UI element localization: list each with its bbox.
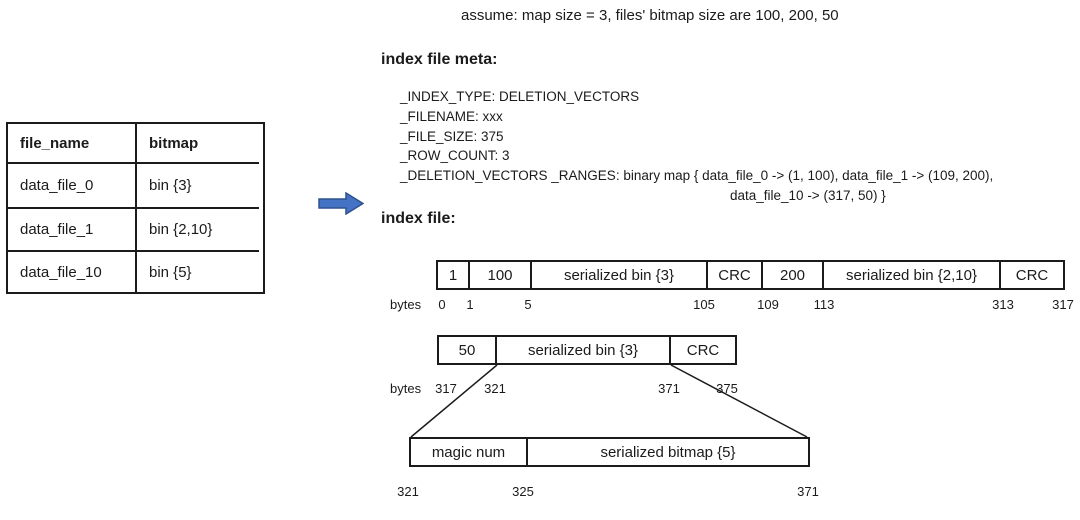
assumption-note: assume: map size = 3, files' bitmap size… [461,7,839,24]
table-header-cell: file_name [8,124,137,164]
meta-line: data_file_10 -> (317, 50) } [730,187,886,203]
layout-cell: CRC [708,262,763,288]
meta-line: _INDEX_TYPE: DELETION_VECTORS [400,89,640,104]
table-cell: bin {3} [137,164,259,209]
layout-cell: CRC [686,341,720,359]
byte-offset-label: 321 [484,381,506,396]
byte-offset-label: 0 [438,297,446,312]
table-header-cell: bitmap [137,124,259,164]
byte-offset-label: 5 [524,297,532,312]
byte-offset-label: 371 [658,381,680,396]
byte-offset-label: 321 [397,484,419,499]
meta-line: _FILE_SIZE: 375 [400,128,504,144]
layout-cell: serialized bin {3} [497,337,671,363]
byte-offset-label: 109 [757,297,779,312]
byte-offset-label: 113 [813,297,835,312]
bitmap-table: file_name bitmap data_file_0 bin {3} dat… [6,122,265,294]
byte-offset-label: 317 [435,381,457,396]
table-cell: bin {5} [149,263,192,281]
byte-layout-row-1: 1 100 serialized bin {3} CRC 200 seriali… [436,260,1065,290]
byte-offset-label: 317 [1052,297,1074,312]
bytes-caption: bytes [390,381,422,396]
index-file-meta-block: _INDEX_TYPE: DELETION_VECTORS _FILENAME:… [400,87,993,206]
byte-layout-row-3: magic num serialized bitmap {5} [409,437,810,467]
meta-line: _DELETION_VECTORS _RANGES: binary map { … [400,168,994,184]
index-file-heading: index file: [381,210,456,227]
layout-cell: serialized bin {2,10} [824,262,1001,288]
layout-cell: serialized bitmap {5} [600,443,736,461]
byte-offset-label: 371 [797,484,819,499]
layout-cell: 100 [470,262,532,288]
layout-cell: serialized bin {3} [532,262,708,288]
table-cell: bin {2,10} [137,209,259,252]
table-cell: data_file_10 [8,252,137,292]
byte-offset-label: 375 [716,381,738,396]
layout-cell: CRC [1015,266,1049,284]
byte-offset-label: 313 [992,297,1014,312]
layout-cell: 1 [438,262,470,288]
table-cell: data_file_0 [8,164,137,209]
byte-layout-row-2: 50 serialized bin {3} CRC [437,335,737,365]
meta-line: _ROW_COUNT: 3 [400,148,510,164]
byte-offset-label: 325 [512,484,534,499]
layout-cell: magic num [411,439,528,465]
byte-offset-label: 105 [693,297,715,312]
right-block-arrow-icon [318,191,365,216]
layout-cell: 200 [763,262,824,288]
table-cell: data_file_1 [8,209,137,252]
bytes-caption: bytes [390,297,422,312]
index-file-meta-heading: index file meta: [381,51,498,68]
meta-line: _FILENAME: xxx [400,108,503,124]
layout-cell: 50 [439,337,497,363]
byte-offset-label: 1 [466,297,474,312]
